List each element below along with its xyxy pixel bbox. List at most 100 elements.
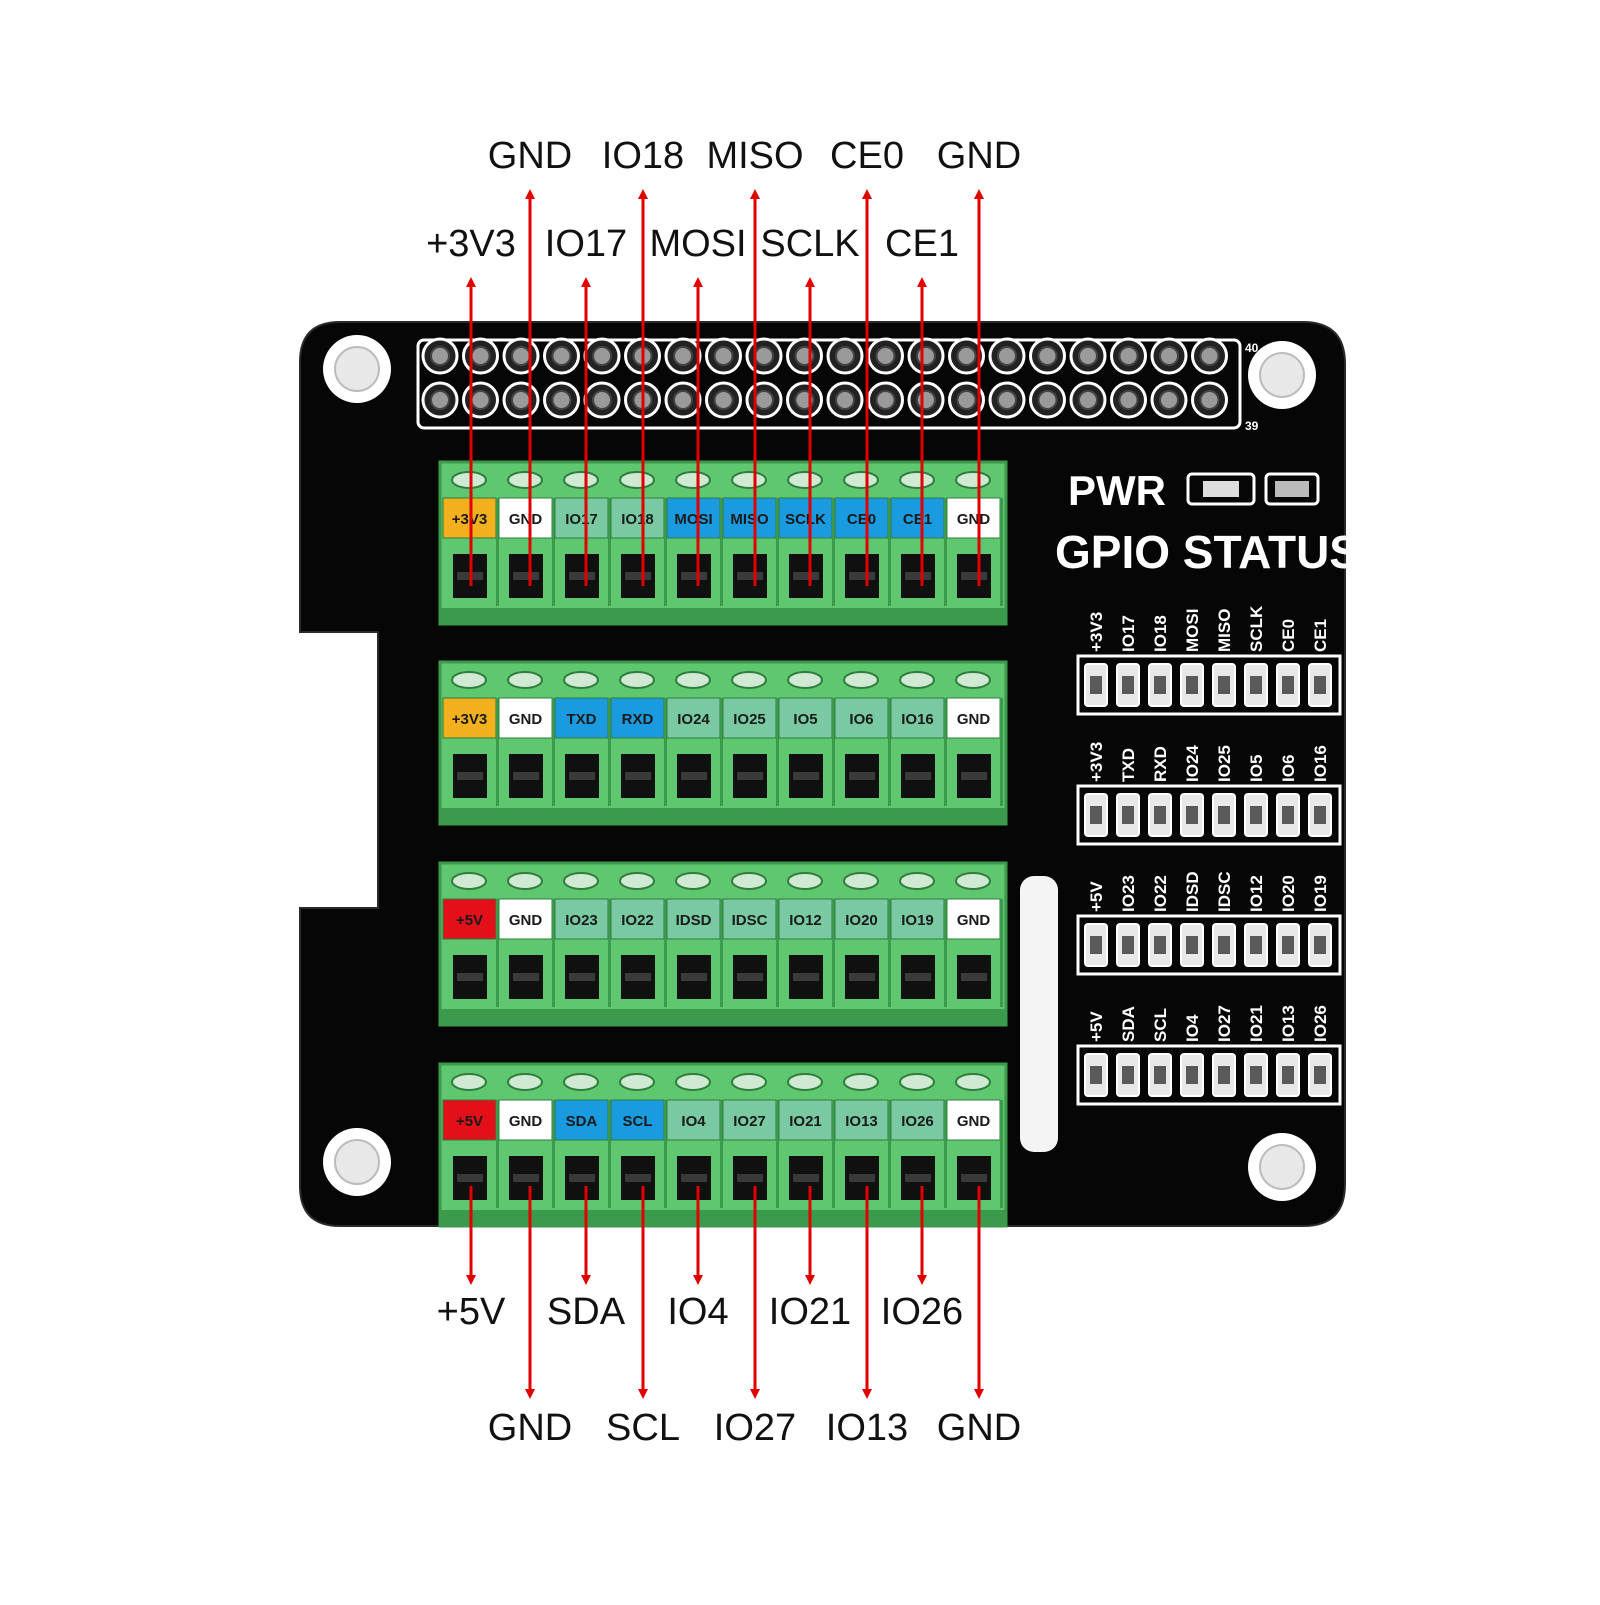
led-label: SCL [1151,1008,1170,1042]
terminal-label: GND [957,511,991,528]
top-callout-label: IO17 [545,223,627,265]
terminal-label-cell [722,697,777,739]
terminal-label-cell [610,898,665,940]
header-pin [1191,337,1228,375]
led-label: +5V [1087,1011,1106,1042]
led-label: IO19 [1311,875,1330,912]
header-pin [705,337,742,375]
terminal-screw [563,671,599,689]
terminal-label-cell [554,497,609,539]
terminal-label: CE1 [903,511,932,528]
terminal-label-cell [722,898,777,940]
header-pin [786,381,823,419]
led-label: IO27 [1215,1005,1234,1042]
terminal-label-cell [666,497,721,539]
terminal-label: IO22 [621,912,654,929]
terminal-screw [731,1073,767,1091]
header-pin [988,381,1026,419]
header-pin [1069,337,1107,375]
terminal-label-cell [722,1099,777,1141]
header-pin [907,381,945,419]
header-pin [1110,381,1147,419]
terminal-screw [787,471,823,489]
header-pin [1029,381,1066,419]
terminal-screw [451,1073,487,1091]
led-label: IDSD [1183,871,1202,912]
led-label: IO6 [1279,755,1298,782]
gpio-status-title: GPIO STATUS [1055,526,1360,578]
header-pin [421,337,459,375]
terminal-label-cell [610,697,665,739]
terminal-screw [955,1073,991,1091]
terminal-screw [563,1073,599,1091]
terminal-label: IO17 [565,511,598,528]
led-label: CE1 [1311,619,1330,652]
terminal-screw [563,471,599,489]
header-pin [826,337,864,375]
terminal-screw [731,471,767,489]
terminal-label-cell [890,697,945,739]
led-label: RXD [1151,746,1170,782]
led-label: IO13 [1279,1005,1298,1042]
terminal-label: RXD [622,711,654,728]
led-label: IO12 [1247,875,1266,912]
terminal-label: IO21 [789,1113,822,1130]
terminal-screw [899,671,935,689]
terminal-screw [843,1073,879,1091]
terminal-label: IO20 [845,912,878,929]
terminal-label-cell [554,898,609,940]
header-pin [462,337,499,375]
terminal-block: +3V3GNDIO17IO18MOSIMISOSCLKCE0CE1GND [438,460,1008,626]
terminal-label: IO23 [565,912,598,929]
terminal-label: MOSI [674,511,712,528]
terminal-label: IO12 [789,912,822,929]
header-pin [502,381,540,419]
header-pin [502,337,540,375]
terminal-label-cell [442,898,497,940]
terminal-label-cell [666,1099,721,1141]
pin-40-label: 40 [1245,341,1259,355]
terminal-label: IO24 [677,711,710,728]
top-callout-label: CE1 [885,223,959,265]
terminal-screw [899,872,935,890]
header-pin [1150,337,1188,375]
terminal-label: GND [957,711,991,728]
terminal-screw [899,1073,935,1091]
terminal-screw [731,872,767,890]
terminal-screw [843,671,879,689]
terminal-screw [899,471,935,489]
terminal-screw [507,471,543,489]
terminal-label-cell [610,497,665,539]
bottom-callout-label: IO27 [714,1407,796,1449]
led-label: IO25 [1215,745,1234,782]
top-callout-label: GND [937,135,1021,177]
terminal-label-cell [666,898,721,940]
terminal-screw [675,872,711,890]
terminal-label: IO13 [845,1113,878,1130]
top-callout-label: MOSI [649,223,746,265]
terminal-label: IO5 [793,711,817,728]
pwr-label: PWR [1068,467,1166,514]
terminal-blocks: +3V3GNDIO17IO18MOSIMISOSCLKCE0CE1GND+3V3… [438,460,1008,1228]
header-pin [664,381,702,419]
led-label: IO21 [1247,1005,1266,1042]
terminal-label: TXD [567,711,597,728]
bottom-callout-label: SDA [547,1291,626,1333]
terminal-screw [955,872,991,890]
terminal-label-cell [778,1099,833,1141]
header-pin [867,381,904,419]
led-label: CE0 [1279,619,1298,652]
terminal-label: +5V [456,912,483,929]
terminal-label: IO16 [901,711,934,728]
led-label: IO20 [1279,875,1298,912]
terminal-label-cell [778,497,833,539]
terminal-screw [619,872,655,890]
pwr-led [1186,472,1320,506]
led-label: +3V3 [1087,742,1106,782]
led-label: IO24 [1183,745,1202,782]
